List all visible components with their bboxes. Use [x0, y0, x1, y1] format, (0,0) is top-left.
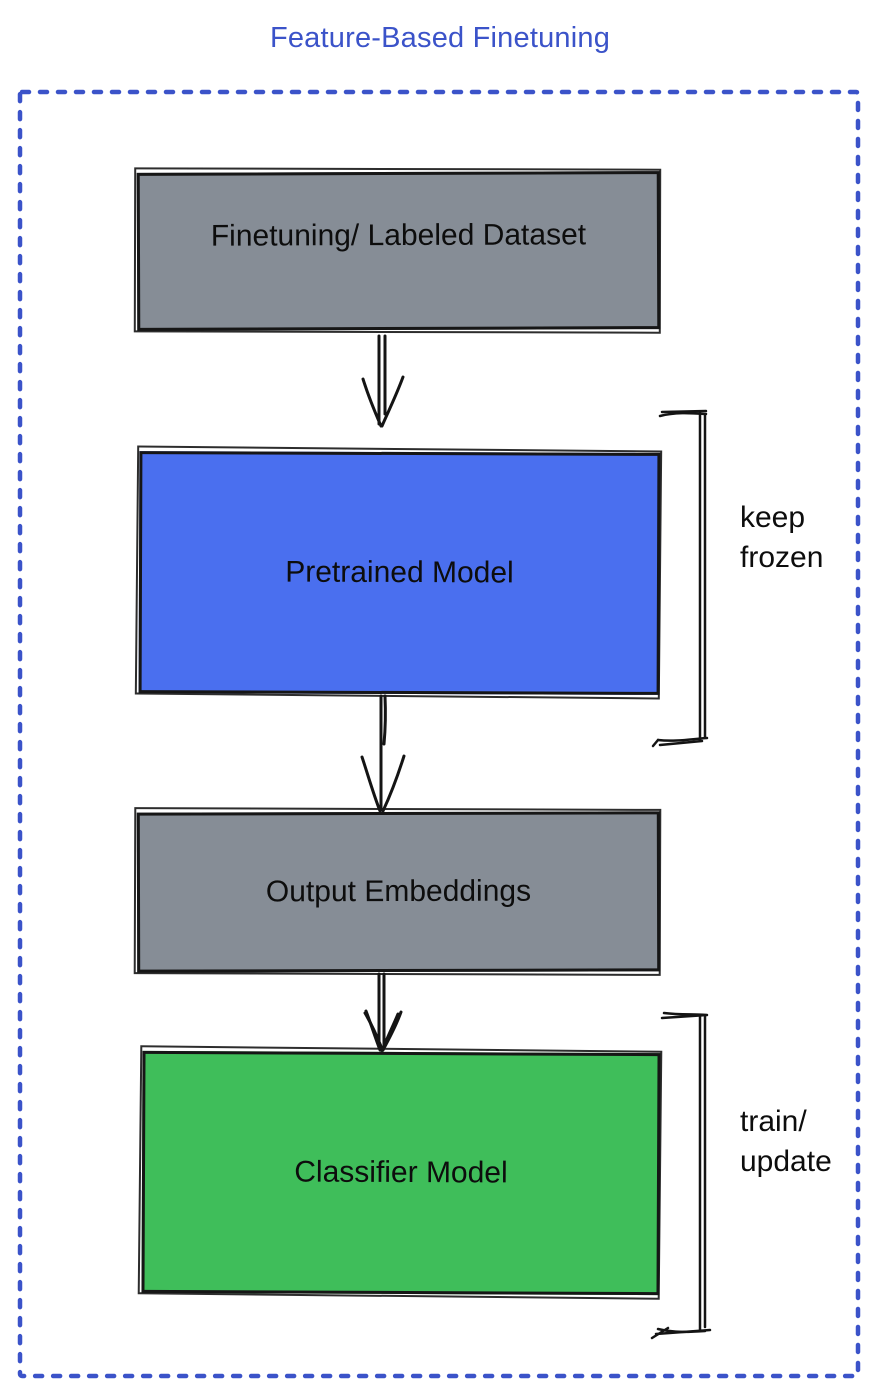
annotation-train-update: train/ update [740, 1105, 832, 1178]
right-bracket-icon [650, 1011, 712, 1340]
arrow-down-icon [360, 694, 406, 813]
node-pretrained-model: Pretrained Model [138, 451, 661, 695]
node-label: Finetuning/ Labeled Dataset [210, 218, 587, 253]
right-bracket-icon [651, 409, 709, 748]
node-classifier-model: Classifier Model [141, 1050, 661, 1296]
node-label: Pretrained Model [285, 555, 514, 590]
arrow-down-icon [363, 972, 403, 1053]
node-finetuning-dataset: Finetuning/ Labeled Dataset [136, 171, 661, 331]
node-output-embeddings: Output Embeddings [136, 811, 661, 973]
node-label: Classifier Model [294, 1155, 508, 1190]
annotation-keep-frozen: keep frozen [740, 501, 824, 574]
dashed-container-border [17, 89, 861, 1379]
page-title: Feature-Based Finetuning [269, 22, 611, 54]
arrow-down-icon [361, 334, 405, 428]
node-label: Output Embeddings [265, 874, 532, 909]
